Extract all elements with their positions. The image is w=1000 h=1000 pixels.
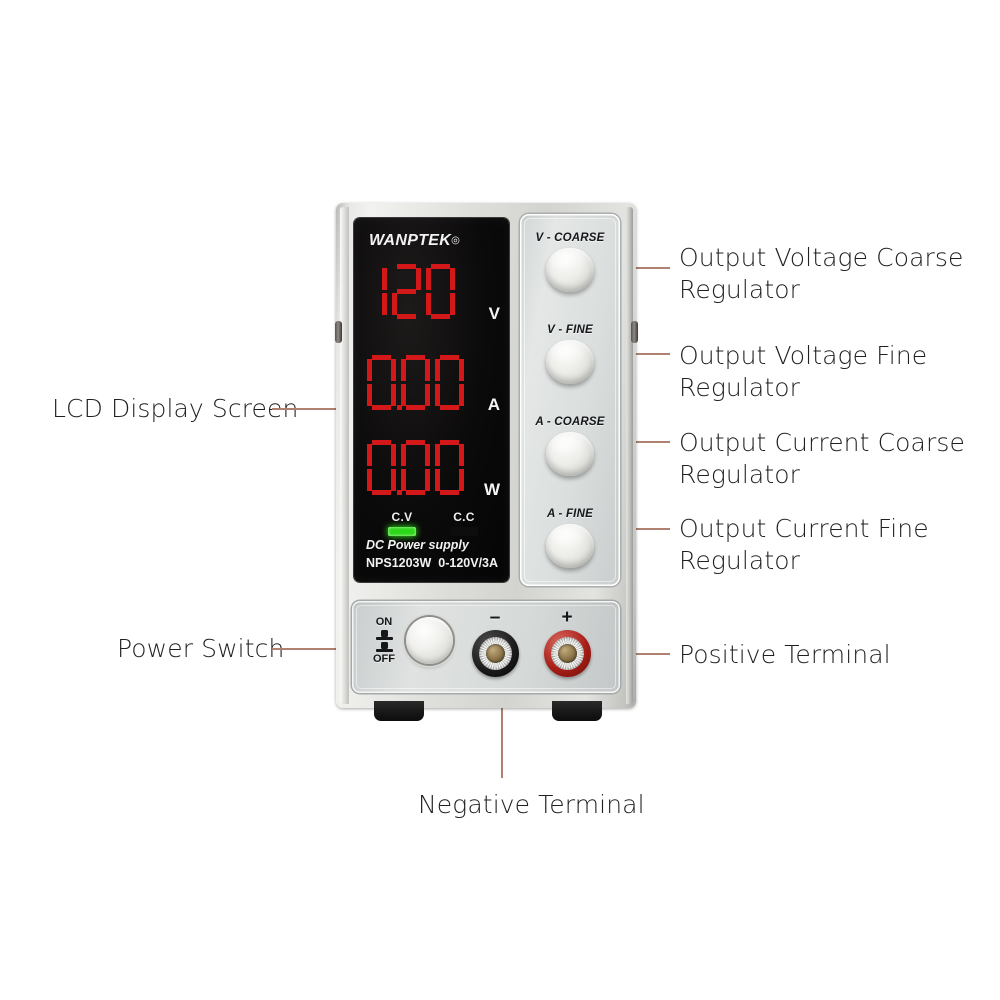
callout-power-switch: Power Switch	[117, 634, 285, 663]
terminal-positive-sign: +	[561, 607, 573, 628]
terminal-negative[interactable]: –	[465, 607, 525, 677]
current-unit-label: A	[487, 395, 500, 414]
power-digit-1	[400, 440, 431, 496]
terminal-negative-sign: –	[489, 607, 501, 628]
mode-indicators: C.V C.C	[354, 510, 509, 550]
dc-power-supply-device: WANPTEK◎ V A W C.V	[335, 203, 638, 721]
knob-group-a-coarse: A - COARSE	[520, 416, 620, 476]
power-digit-2	[434, 440, 465, 496]
callout-negative-terminal: Negative Terminal	[418, 790, 645, 819]
current-readout-row: A	[354, 355, 509, 419]
voltage-digit-1	[391, 264, 422, 320]
chassis-right-bevel	[626, 207, 633, 704]
callout-output-current-coarse-regulator: Output Current Coarse Regulator	[679, 428, 965, 489]
brand-registered-mark: ◎	[451, 235, 460, 246]
knob-group-v-fine: V - FINE	[520, 324, 620, 384]
chassis-right-nub	[631, 321, 638, 343]
brand-logo: WANPTEK◎	[369, 232, 460, 250]
knob-v-coarse[interactable]	[546, 248, 594, 292]
device-foot-left	[374, 701, 424, 721]
voltage-readout-row: V	[354, 264, 509, 328]
leader-line-lcd	[272, 408, 382, 410]
indicator-cv-led	[388, 527, 416, 536]
power-switch-markings: ON OFF	[371, 617, 397, 665]
power-digit-0	[366, 440, 402, 496]
knob-a-coarse[interactable]	[546, 432, 594, 476]
power-switch-on-label: ON	[375, 616, 393, 628]
device-faceplate: WANPTEK◎ V A W C.V	[348, 210, 624, 595]
chassis-left-nub	[335, 321, 342, 343]
voltage-digit-2	[425, 264, 456, 320]
current-digit-1	[400, 355, 431, 411]
terminal-positive[interactable]: +	[537, 607, 597, 677]
knob-label-v-fine: V - FINE	[547, 324, 593, 336]
power-readout-row: W	[354, 440, 509, 504]
current-digit-2	[434, 355, 465, 411]
indicator-cc-led	[450, 527, 478, 536]
regulator-knob-panel: V - COARSE V - FINE A - COARSE A - FINE	[520, 214, 620, 586]
knob-v-fine[interactable]	[546, 340, 594, 384]
terminal-positive-collar	[550, 637, 584, 670]
terminal-positive-screw	[557, 644, 577, 663]
output-control-panel: ON OFF – +	[352, 601, 620, 693]
knob-label-a-fine: A - FINE	[547, 508, 593, 520]
power-switch-off-label: OFF	[373, 653, 395, 665]
chassis-left-bevel	[340, 207, 349, 704]
callout-output-voltage-fine-regulator: Output Voltage Fine Regulator	[679, 341, 928, 402]
terminal-negative-post[interactable]	[471, 630, 519, 677]
current-digit-0	[366, 355, 402, 411]
model-rating-label: 0-120V/3A	[438, 555, 499, 570]
rocker-symbol-on-icon	[375, 630, 393, 640]
voltage-digit-0	[366, 264, 388, 320]
current-digits	[366, 355, 465, 411]
indicator-cc: C.C	[442, 510, 486, 536]
power-unit-label: W	[483, 480, 500, 499]
callout-output-current-fine-regulator: Output Current Fine Regulator	[679, 514, 929, 575]
knob-label-a-coarse: A - COARSE	[535, 416, 605, 428]
knob-a-fine[interactable]	[546, 524, 594, 568]
device-foot-right	[552, 701, 602, 721]
rocker-symbol-off-icon	[375, 642, 393, 652]
callout-positive-terminal: Positive Terminal	[679, 640, 891, 669]
lcd-display-screen: WANPTEK◎ V A W C.V	[354, 218, 509, 582]
voltage-digits	[366, 264, 456, 320]
leader-line-negative-terminal	[501, 648, 503, 778]
power-digits	[366, 440, 465, 496]
terminal-negative-screw	[485, 644, 505, 663]
voltage-unit-label: V	[488, 304, 500, 323]
product-line-label: DC Power supply	[366, 537, 469, 552]
callout-output-voltage-coarse-regulator: Output Voltage Coarse Regulator	[679, 243, 964, 304]
terminal-negative-collar	[478, 637, 512, 670]
callout-lcd-display-screen: LCD Display Screen	[52, 394, 299, 423]
terminal-positive-post[interactable]	[543, 630, 591, 677]
model-number-label: NPS1203W	[366, 555, 432, 570]
knob-group-v-coarse: V - COARSE	[520, 232, 620, 292]
knob-label-v-coarse: V - COARSE	[535, 232, 605, 244]
brand-name: WANPTEK	[369, 232, 452, 249]
indicator-cc-label: C.C	[453, 510, 475, 524]
indicator-cv-label: C.V	[391, 510, 413, 524]
power-switch-button[interactable]	[406, 617, 453, 664]
indicator-cv: C.V	[380, 510, 424, 536]
knob-group-a-fine: A - FINE	[520, 508, 620, 568]
